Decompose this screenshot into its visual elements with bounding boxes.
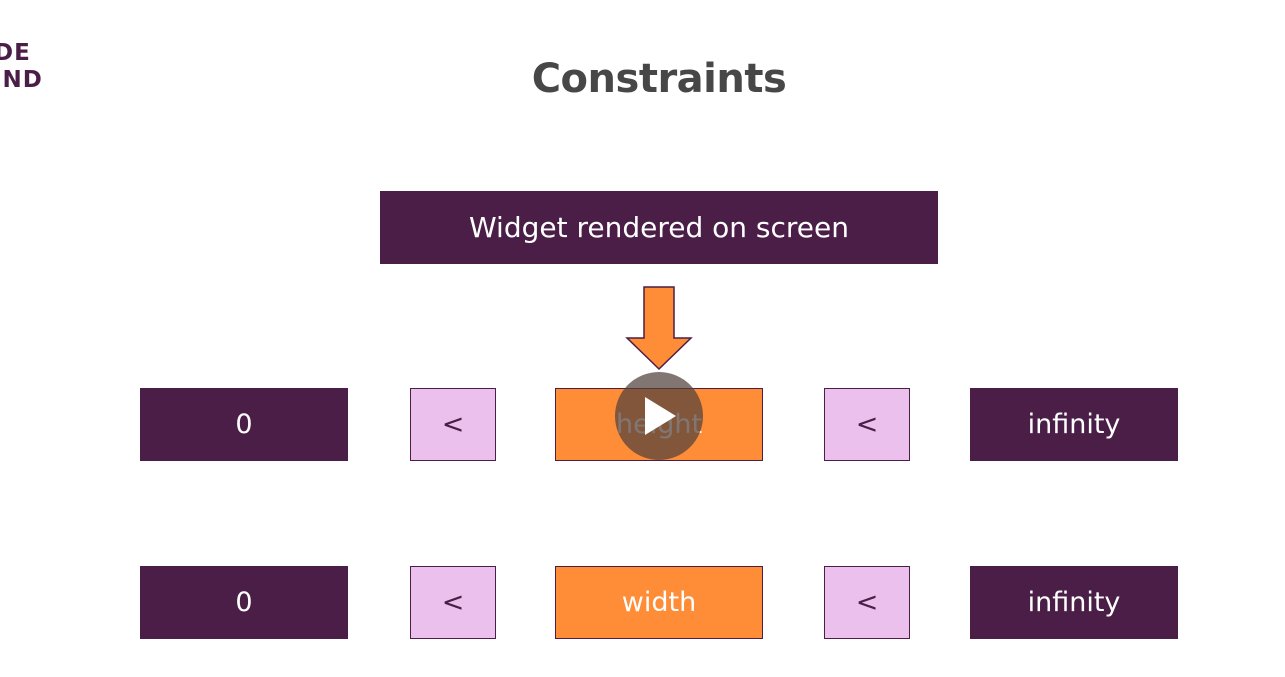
width-min-box: 0 (140, 566, 348, 639)
width-less-than-left: < (410, 566, 496, 639)
brand-logo: DE IND (0, 40, 70, 94)
width-less-than-right: < (824, 566, 910, 639)
height-max-box: infinity (970, 388, 1178, 461)
height-less-than-left: < (410, 388, 496, 461)
widget-rendered-box: Widget rendered on screen (380, 191, 938, 264)
width-box: width (555, 566, 763, 639)
play-icon (645, 397, 676, 435)
width-max-box: infinity (970, 566, 1178, 639)
height-min-box: 0 (140, 388, 348, 461)
play-button[interactable] (615, 372, 703, 460)
down-arrow-icon (625, 286, 693, 371)
logo-line-1: DE (0, 40, 31, 66)
height-less-than-right: < (824, 388, 910, 461)
logo-line-2: IND (0, 67, 43, 93)
slide-title: Constraints (531, 56, 787, 102)
